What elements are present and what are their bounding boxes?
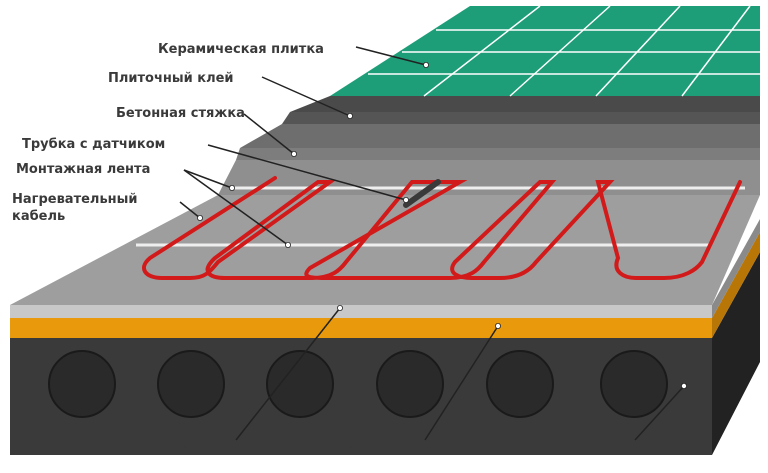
label-mounting-tape: Монтажная лента xyxy=(16,162,150,177)
label-thermal-insulation: Теплоизоляция xyxy=(268,441,384,456)
ceramic-tile-layer xyxy=(330,6,760,96)
label-heating-cable-line2: кабель xyxy=(12,209,65,224)
floor-base-holes xyxy=(48,350,668,418)
label-ceramic-tile: Керамическая плитка xyxy=(158,42,324,57)
label-floor-base: Основание пола xyxy=(482,441,603,456)
heating-cable xyxy=(142,176,742,280)
label-tile-adhesive: Плиточный клей xyxy=(108,71,234,86)
floor-base-front xyxy=(10,338,712,455)
screed-step-front xyxy=(236,148,760,160)
leader-dots xyxy=(196,62,688,389)
concrete-screed-front xyxy=(282,112,760,124)
label-separating-screed: Разделительная стяжка xyxy=(16,441,199,456)
tile-grid xyxy=(368,5,760,97)
leader-lines xyxy=(179,46,685,441)
tile-adhesive-layer xyxy=(290,96,760,112)
thermal-insulation-layer xyxy=(10,318,712,338)
sensor-tube xyxy=(403,179,441,208)
insulation-side xyxy=(712,232,760,338)
floor-base-side xyxy=(712,252,760,455)
concrete-screed-top xyxy=(240,124,760,148)
label-sensor-tube: Трубка с датчиком xyxy=(22,137,165,152)
screed-step-surface xyxy=(218,160,760,195)
label-heating-cable-line1: Нагревательный xyxy=(12,192,138,207)
screed-top-surface xyxy=(10,195,760,305)
separating-screed-side xyxy=(712,219,760,318)
label-concrete-screed: Бетонная стяжка xyxy=(116,106,245,121)
separating-screed-layer xyxy=(10,305,712,318)
